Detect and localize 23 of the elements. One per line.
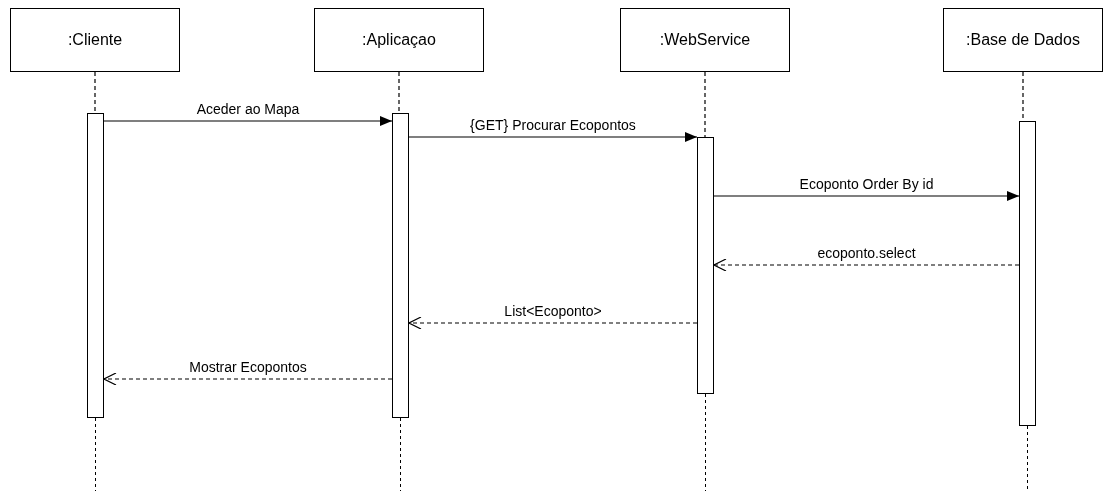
- return-message-arrow: [713, 258, 1020, 272]
- lifeline: [94, 71, 96, 114]
- lifeline: [704, 71, 706, 138]
- lifeline: [398, 71, 400, 114]
- return-message-arrow: [408, 316, 698, 330]
- lifeline-header-box: :Base de Dados: [943, 8, 1103, 72]
- message-arrow: [408, 132, 698, 142]
- message-label: Mostrar Ecopontos: [188, 359, 308, 375]
- lifeline-header-box: :WebService: [620, 8, 790, 72]
- message-label: ecoponto.select: [816, 245, 917, 261]
- message-label: Aceder ao Mapa: [195, 101, 301, 117]
- message-label: Ecoponto Order By id: [798, 176, 935, 192]
- message-label: List<Ecoponto>: [503, 303, 603, 319]
- activation-bar: [697, 137, 714, 394]
- return-message-arrow: [103, 372, 393, 386]
- message-arrow: [103, 116, 393, 126]
- message-arrow: [713, 191, 1020, 201]
- lifeline-header-box: :Aplicaçao: [314, 8, 484, 72]
- message-label: {GET} Procurar Ecopontos: [469, 117, 637, 133]
- activation-bar: [1019, 121, 1036, 426]
- lifeline-header-box: :Cliente: [10, 8, 180, 72]
- activation-bar: [392, 113, 409, 418]
- activation-bar: [87, 113, 104, 418]
